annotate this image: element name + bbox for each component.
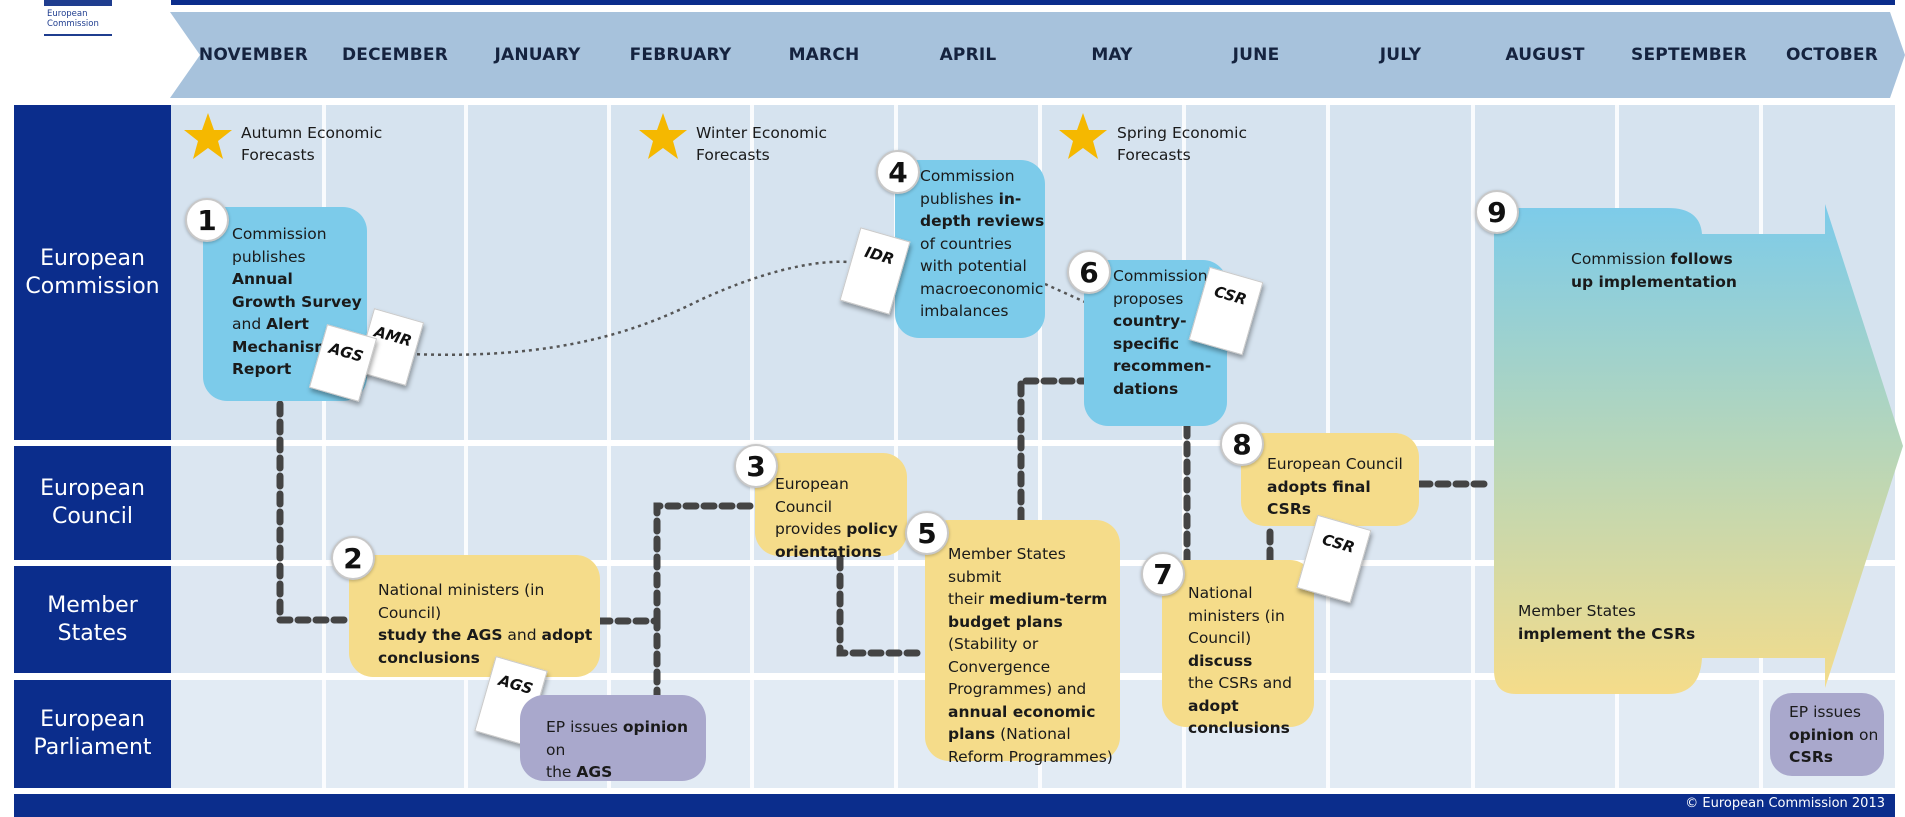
month-october: OCTOBER: [1785, 45, 1879, 65]
star-icon: [184, 113, 232, 159]
month-january: JANUARY: [468, 12, 607, 98]
ec-logo: European Commission: [44, 0, 112, 38]
step-9-commission-text: Commission follows up implementation: [1571, 250, 1737, 291]
month-february: FEBRUARY: [611, 12, 750, 98]
ep-opinion-ags-box: EP issues opinion on the AGS: [520, 695, 706, 781]
month-divider: [607, 105, 611, 788]
logo-text-line1: European: [47, 9, 88, 19]
step-1-number: 1: [185, 198, 229, 242]
month-divider: [322, 105, 326, 788]
connector-2-ep: [596, 617, 661, 699]
month-divider: [464, 105, 468, 788]
step-7-box: National ministers (in Council) discuss …: [1162, 560, 1314, 737]
connector-3-5: [836, 554, 926, 657]
step-3-number: 3: [734, 444, 778, 488]
month-april: APRIL: [898, 12, 1038, 98]
month-december: DECEMBER: [326, 12, 464, 98]
step-9-number: 9: [1475, 190, 1519, 234]
step-3-box: European Council provides policy orienta…: [755, 453, 907, 561]
ep-opinion-csrs-box: EP issues opinion on CSRs: [1770, 693, 1884, 776]
month-divider: [1038, 105, 1042, 788]
copyright-text: © European Commission 2013: [1685, 796, 1885, 811]
row-label-european-parliament: European Parliament: [14, 680, 171, 788]
step-2-box: National ministers (in Council) study th…: [349, 555, 600, 677]
step-5-number: 5: [905, 511, 949, 555]
logo-text-line2: Commission: [47, 19, 99, 29]
step-8-number: 8: [1220, 422, 1264, 466]
month-divider: [894, 105, 898, 788]
month-november: NOVEMBER: [198, 45, 309, 65]
step-4-box: Commission publishes in- depth reviews o…: [895, 160, 1045, 338]
connector-5-6: [1017, 377, 1089, 524]
connector-2-3: [653, 502, 761, 625]
step-9-member-states-text: Member States implement the CSRs: [1518, 602, 1696, 643]
month-july: JULY: [1330, 12, 1471, 98]
logo-underline: [44, 34, 112, 36]
step-7-number: 7: [1141, 552, 1185, 596]
implementation-arrow: [1494, 204, 1903, 694]
month-may: MAY: [1042, 12, 1182, 98]
step-8-box: European Council adopts final CSRs: [1241, 433, 1419, 526]
month-march: MARCH: [754, 12, 894, 98]
row-label-european-commission: European Commission: [14, 105, 171, 440]
row-label-european-council: European Council: [14, 446, 171, 560]
star-icon: [639, 113, 687, 159]
star-icon: [1059, 113, 1107, 159]
connector-amr-idr: [409, 260, 851, 356]
month-september: SEPTEMBER: [1619, 12, 1759, 98]
top-bar: [171, 0, 1895, 5]
step-5-box: Member States submit their medium-term b…: [925, 520, 1120, 766]
connector-1-2: [276, 400, 354, 624]
month-august: AUGUST: [1475, 12, 1615, 98]
connector-idr-6: [1044, 282, 1086, 304]
row-label-member-states: Member States: [14, 566, 171, 673]
footer-bar: © European Commission 2013: [14, 794, 1895, 817]
month-divider: [1471, 105, 1475, 788]
step-4-number: 4: [876, 150, 920, 194]
step-6-number: 6: [1067, 250, 1111, 294]
logo-flag-icon: [44, 0, 112, 6]
month-june: JUNE: [1186, 12, 1326, 98]
step-2-number: 2: [331, 536, 375, 580]
